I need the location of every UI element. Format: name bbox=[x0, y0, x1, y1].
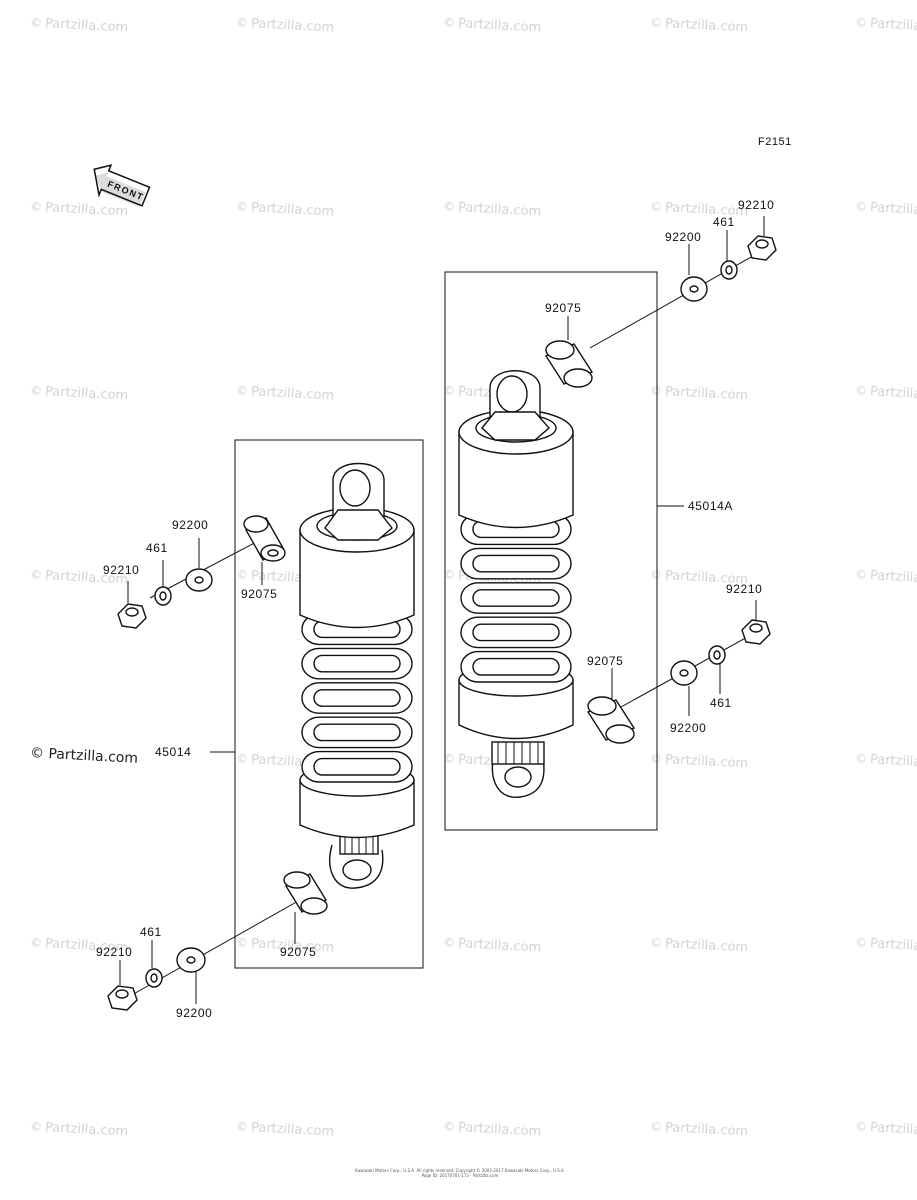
label-r-top-bushing: 92075 bbox=[545, 301, 581, 315]
r-top-lockwasher-part bbox=[720, 260, 738, 280]
copyright-footer: Kawasaki Motors Corp., U.S.A. All rights… bbox=[330, 1168, 590, 1178]
label-l-top-lockwasher: 461 bbox=[146, 541, 168, 555]
l-bot-washer-part bbox=[176, 947, 206, 973]
label-r-top-washer: 92200 bbox=[665, 230, 701, 244]
label-l-bot-bushing: 92075 bbox=[280, 945, 316, 959]
r-top-washer-part bbox=[680, 276, 708, 302]
label-r-bot-nut: 92210 bbox=[726, 582, 762, 596]
label-right-assembly: 45014A bbox=[688, 499, 733, 513]
footer-line-2: Page ID: 20170701-172 · Partzilla.com bbox=[421, 1173, 499, 1178]
left-shock-absorber bbox=[299, 462, 415, 889]
spring-coil-inner bbox=[313, 654, 401, 673]
spring-coil-inner bbox=[472, 554, 560, 573]
label-left-assembly: 45014 bbox=[155, 745, 191, 759]
r-bot-washer-part bbox=[670, 660, 698, 686]
l-top-bushing-part bbox=[243, 515, 286, 562]
r-top-nut-part bbox=[747, 235, 777, 261]
r-bot-lockwasher-part bbox=[708, 645, 726, 665]
l-top-lockwasher-part bbox=[154, 586, 172, 606]
r-bot-nut-part bbox=[741, 619, 771, 645]
label-l-top-nut: 92210 bbox=[103, 563, 139, 577]
spring-coil-inner bbox=[313, 757, 401, 776]
left-assembly-frame bbox=[234, 439, 424, 969]
l-top-washer-part bbox=[185, 568, 213, 592]
label-l-bot-lockwasher: 461 bbox=[140, 925, 162, 939]
l-bot-lockwasher-part bbox=[145, 968, 163, 988]
spring-coil-inner bbox=[472, 657, 560, 676]
l-bot-bushing-part bbox=[283, 871, 328, 915]
spring-coil-inner bbox=[313, 723, 401, 742]
label-r-bot-washer: 92200 bbox=[670, 721, 706, 735]
r-top-bushing-part bbox=[544, 340, 594, 388]
label-l-bot-washer: 92200 bbox=[176, 1006, 212, 1020]
label-l-top-bushing: 92075 bbox=[241, 587, 277, 601]
right-shock-absorber bbox=[458, 370, 574, 798]
label-r-top-lockwasher: 461 bbox=[713, 215, 735, 229]
spring-coil-inner bbox=[472, 623, 560, 642]
label-r-top-nut: 92210 bbox=[738, 198, 774, 212]
front-arrow-icon: FRONT bbox=[93, 164, 151, 207]
spring-coil-inner bbox=[313, 689, 401, 707]
r-bot-bushing-part bbox=[586, 696, 636, 744]
figure-number: F2151 bbox=[758, 136, 792, 148]
right-assembly-frame bbox=[444, 271, 658, 831]
l-bot-nut-part bbox=[107, 985, 138, 1011]
label-r-bot-lockwasher: 461 bbox=[710, 696, 732, 710]
label-r-bot-bushing: 92075 bbox=[587, 654, 623, 668]
label-l-top-washer: 92200 bbox=[172, 518, 208, 532]
footer-line-1: Kawasaki Motors Corp., U.S.A. All rights… bbox=[355, 1168, 565, 1173]
l-top-nut-part bbox=[117, 603, 147, 629]
label-l-bot-nut: 92210 bbox=[96, 945, 132, 959]
spring-coil-inner bbox=[472, 589, 560, 607]
